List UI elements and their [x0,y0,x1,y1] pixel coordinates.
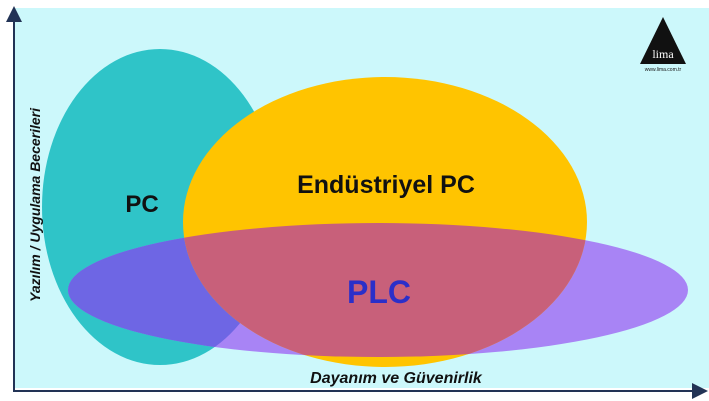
lima-logo: lima www.lima.com.tr [640,17,686,73]
industrial-pc-label: Endüstriyel PC [297,171,475,199]
x-axis-label: Dayanım ve Güvenirlik [310,370,483,387]
logo-triangle-icon [640,17,686,64]
logo-name: lima [652,47,674,61]
logo-url: www.lima.com.tr [645,67,682,73]
y-axis-label: Yazılım / Uygulama Becerileri [27,107,43,302]
plc-label: PLC [347,274,411,310]
pc-label: PC [125,191,158,218]
